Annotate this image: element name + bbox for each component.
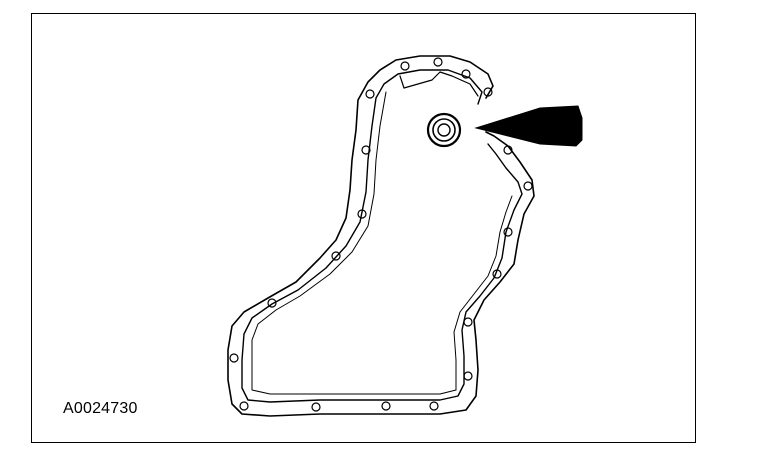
bolt-hole bbox=[400, 61, 410, 71]
bolt-hole bbox=[492, 269, 502, 279]
bolt-hole bbox=[267, 298, 277, 308]
gasket-flange-line bbox=[251, 91, 513, 395]
bolt-hole bbox=[461, 69, 471, 79]
bolt-hole bbox=[239, 401, 249, 411]
gasket-top-recess bbox=[399, 71, 479, 97]
bolt-hole bbox=[503, 145, 513, 155]
bolt-hole bbox=[361, 145, 371, 155]
bolt-hole bbox=[311, 402, 321, 412]
figure-frame bbox=[31, 13, 696, 443]
bolt-holes bbox=[229, 57, 533, 412]
bolt-hole bbox=[365, 89, 375, 99]
bolt-hole bbox=[523, 181, 533, 191]
bolt-hole bbox=[429, 401, 439, 411]
callout-arrow bbox=[474, 105, 583, 147]
bolt-hole bbox=[331, 251, 341, 261]
bolt-hole bbox=[381, 401, 391, 411]
bolt-hole bbox=[503, 227, 513, 237]
gasket-outer-edge bbox=[227, 55, 535, 417]
bolt-hole bbox=[433, 57, 443, 67]
drain-plug bbox=[426, 112, 462, 148]
gasket-inner-edge bbox=[241, 69, 523, 403]
bolt-hole bbox=[357, 209, 367, 219]
bolt-hole bbox=[483, 87, 493, 97]
bolt-hole bbox=[229, 353, 239, 363]
figure-id-label: A0024730 bbox=[63, 400, 138, 417]
bolt-hole bbox=[463, 371, 473, 381]
bolt-hole bbox=[463, 317, 473, 327]
